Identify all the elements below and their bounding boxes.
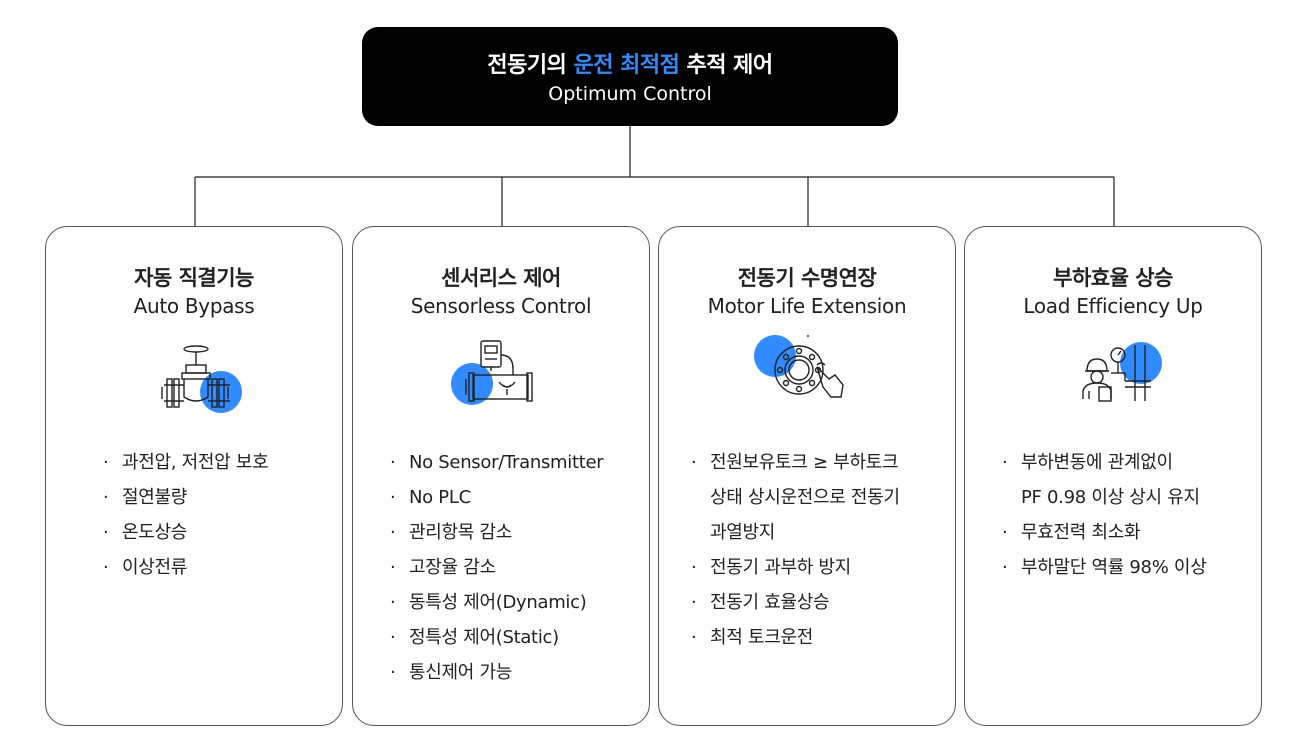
- list-item: ·관리항목 감소: [390, 522, 512, 543]
- card-sensorless-control: 센서리스 제어 Sensorless Control ·No Sensor/Tr…: [352, 226, 650, 726]
- card-subtitle: Auto Bypass: [133, 294, 255, 318]
- list-item: ·최적 토크운전: [691, 627, 813, 648]
- worker-gauge-icon: [1082, 342, 1162, 402]
- list-item: ·부하변동에 관계없이: [1002, 452, 1173, 473]
- card-motor-life-extension: 전동기 수명연장 Motor Life Extension ·전원보유토크 ≥ …: [658, 226, 956, 726]
- card-title: 전동기 수명연장: [737, 266, 877, 290]
- list-item: ·동특성 제어(Dynamic): [390, 592, 587, 613]
- list-item: ·전동기 효율상승: [691, 592, 830, 613]
- card-subtitle: Load Efficiency Up: [1023, 294, 1203, 318]
- feature-list: ·전원보유토크 ≥ 부하토크 상태 상시운전으로 전동기 과열방지 ·전동기 과…: [691, 445, 900, 655]
- flow-sensor-icon: [451, 340, 533, 405]
- list-item: ·전동기 과부하 방지: [691, 557, 851, 578]
- list-item: ·통신제어 가능: [390, 662, 512, 683]
- card-auto-bypass: 자동 직결기능 Auto Bypass ·과전압, 저전압 보호 ·절연불량 ·…: [45, 226, 343, 726]
- flange-wrench-icon: [754, 335, 844, 398]
- list-item: ·고장율 감소: [390, 557, 496, 578]
- list-item: ·정특성 제어(Static): [390, 627, 559, 648]
- header-title: 전동기의 운전 최적점 추적 제어: [362, 47, 898, 79]
- list-item: ·이상전류: [103, 557, 188, 578]
- list-item: ·온도상승: [103, 522, 188, 543]
- card-load-efficiency-up: 부하효율 상승 Load Efficiency Up ·부하변동에 관계없이 P…: [964, 226, 1262, 726]
- list-item: 상태 상시운전으로 전동기: [710, 487, 900, 508]
- list-item: ·무효전력 최소화: [1002, 522, 1141, 543]
- feature-list: ·No Sensor/Transmitter ·No PLC ·관리항목 감소 …: [390, 445, 604, 690]
- header-title-highlight: 운전 최적점: [573, 53, 680, 78]
- valve-icon: [161, 345, 242, 413]
- list-item: PF 0.98 이상 상시 유지: [1021, 487, 1200, 508]
- header-title-post: 추적 제어: [686, 53, 774, 78]
- list-item: ·전원보유토크 ≥ 부하토크: [691, 452, 899, 473]
- card-title: 자동 직결기능: [134, 266, 254, 290]
- list-item: ·과전압, 저전압 보호: [103, 452, 269, 473]
- card-subtitle: Sensorless Control: [410, 294, 592, 318]
- card-subtitle: Motor Life Extension: [707, 294, 907, 318]
- card-title: 부하효율 상승: [1053, 266, 1173, 290]
- list-item: 과열방지: [710, 522, 776, 543]
- header-subtitle: Optimum Control: [548, 83, 712, 105]
- list-item: ·절연불량: [103, 487, 188, 508]
- optimum-control-header: 전동기의 운전 최적점 추적 제어 Optimum Control: [362, 27, 898, 126]
- header-title-pre: 전동기의: [487, 53, 567, 78]
- feature-list: ·과전압, 저전압 보호 ·절연불량 ·온도상승 ·이상전류: [103, 445, 269, 585]
- list-item: ·부하말단 역률 98% 이상: [1002, 557, 1207, 578]
- card-title: 센서리스 제어: [441, 266, 561, 290]
- list-item: ·No PLC: [390, 487, 471, 508]
- feature-list: ·부하변동에 관계없이 PF 0.98 이상 상시 유지 ·무효전력 최소화 ·…: [1002, 445, 1207, 585]
- list-item: ·No Sensor/Transmitter: [390, 452, 604, 473]
